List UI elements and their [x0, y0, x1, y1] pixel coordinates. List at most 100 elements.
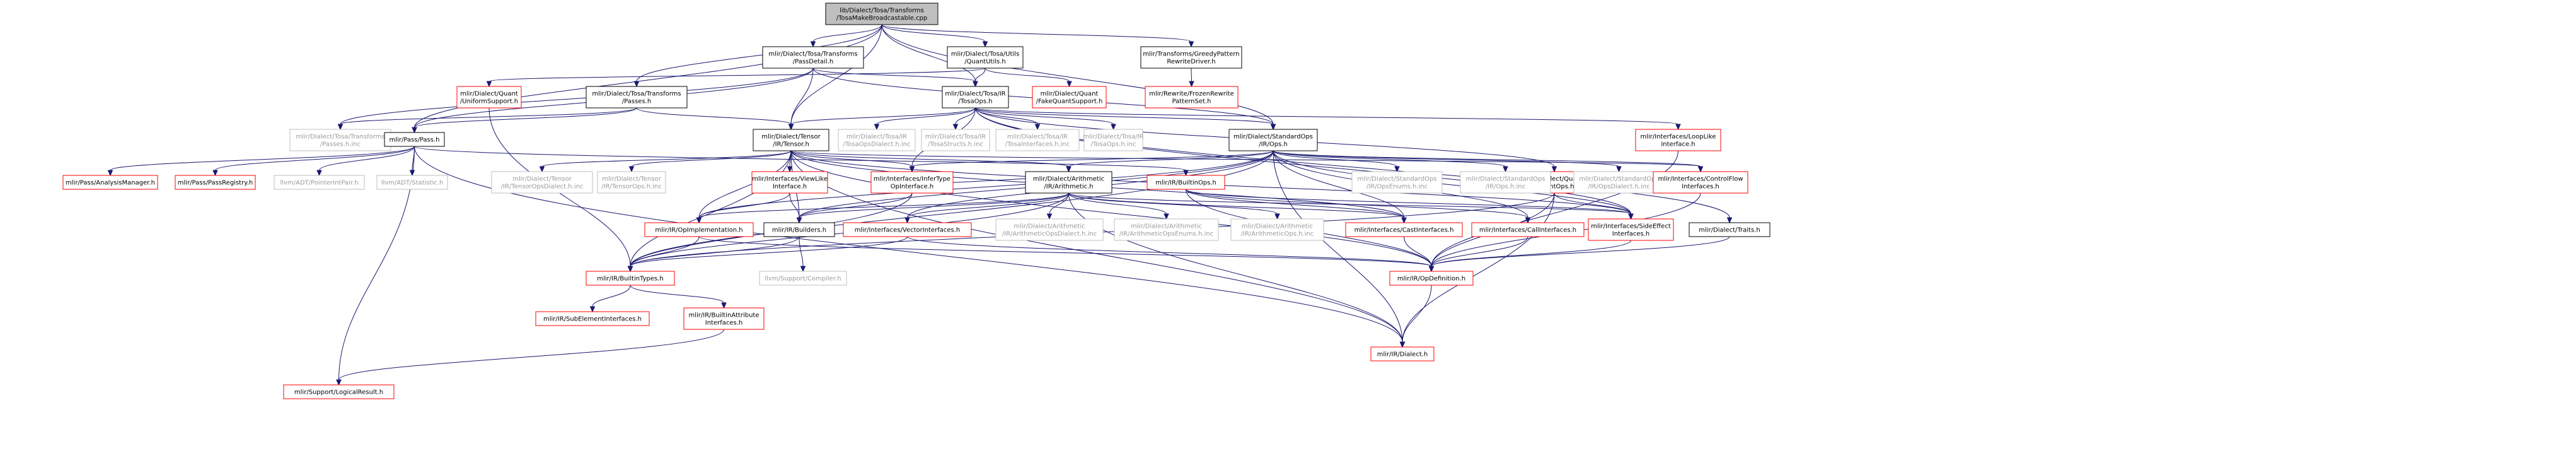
edge-arrowhead: [628, 166, 635, 173]
edge-arrowhead: [1164, 213, 1169, 220]
edge-tosa-ops-to-dialect-traits: [975, 107, 1733, 224]
edge-line: [975, 68, 986, 82]
node-label-line: /IR/TensorOps.h.inc: [601, 184, 662, 191]
edge-root-to-greedy-rewrite: [881, 24, 1194, 48]
node-op-implementation[interactable]: mlir/IR/OpImplementation.h: [644, 222, 754, 237]
node-greedy-rewrite[interactable]: mlir/Transforms/GreedyPatternRewriteDriv…: [1140, 46, 1242, 69]
node-cast-interfaces[interactable]: mlir/Interfaces/CastInterfaces.h: [1345, 222, 1463, 237]
edge-root-to-tosa-passdetail: [810, 24, 882, 48]
node-label-line: /IR/OpsDialect.h.inc: [1588, 184, 1649, 191]
edge-line: [698, 236, 1432, 267]
node-box: [586, 86, 688, 109]
edge-line: [1068, 150, 1274, 167]
node-subelement-interfaces[interactable]: mlir/IR/SubElementInterfaces.h: [535, 311, 650, 326]
edge-line: [876, 107, 976, 125]
node-box: [1653, 171, 1748, 194]
node-box: [535, 311, 650, 326]
node-builtin-types[interactable]: mlir/IR/BuiltinTypes.h: [586, 271, 675, 286]
edge-line: [488, 68, 986, 82]
edge-arrowhead: [1697, 166, 1704, 173]
node-label-line: mlir/IR/BuiltinTypes.h: [597, 276, 664, 283]
edge-line: [1186, 189, 1631, 215]
node-pass-registry[interactable]: mlir/Pass/PassRegistry.h: [175, 175, 256, 190]
node-box: [1370, 346, 1435, 362]
edge-line: [110, 146, 415, 171]
edge-line: [790, 68, 814, 125]
node-label-line: /IR/ArithmeticOpsDialect.h.inc: [1002, 231, 1097, 238]
node-label-line: mlir/Dialect/Quant: [1041, 91, 1099, 98]
edge-arrowhead: [1628, 213, 1634, 220]
edge-tosa-quantutils-to-tosa-ops: [973, 68, 986, 88]
edge-line: [1273, 150, 1506, 167]
edge-line: [592, 285, 631, 307]
edge-line: [799, 236, 804, 267]
edge-line: [698, 192, 1069, 218]
node-quant-fake[interactable]: mlir/Dialect/Quant/FakeQuantSupport.h: [1032, 86, 1107, 109]
edge-line: [541, 150, 792, 167]
edge-arrowhead: [909, 166, 915, 173]
node-label-line: llvm/Support/Compiler.h: [765, 276, 841, 283]
node-tosa-ops[interactable]: mlir/Dialect/Tosa/IR/TosaOps.h: [942, 86, 1009, 109]
node-box: [384, 132, 445, 147]
edge-tosa-quantutils-to-quant-uniform: [486, 68, 986, 88]
node-box: [1573, 171, 1665, 194]
node-tensor-opsdialect-inc: mlir/Dialect/Tensor/IR/TensorOpsDialect.…: [491, 171, 593, 194]
node-root[interactable]: lib/Dialect/Tosa/Transforms/TosaMakeBroa…: [825, 3, 939, 25]
node-box: [942, 86, 1009, 109]
node-vector-interfaces[interactable]: mlir/Interfaces/VectorInterfaces.h: [843, 222, 972, 237]
edge-std-ops-to-std-ops-inc: [1273, 150, 1508, 173]
node-label-line: /TosaStructs.h.inc: [928, 141, 983, 148]
node-tosa-passdetail[interactable]: mlir/Dialect/Tosa/Transforms/PassDetail.…: [762, 46, 864, 69]
node-label-line: /TosaInterfaces.h.inc: [1005, 141, 1070, 148]
node-std-ops[interactable]: mlir/Dialect/StandardOps/IR/Ops.h: [1228, 129, 1318, 151]
node-label-line: mlir/IR/Dialect.h: [1377, 351, 1428, 358]
node-box: [1689, 222, 1770, 237]
node-call-interfaces[interactable]: mlir/Interfaces/CallInterfaces.h: [1471, 222, 1585, 237]
node-op-definition[interactable]: mlir/IR/OpDefinition.h: [1389, 271, 1474, 286]
node-box: [759, 271, 847, 286]
edge-line: [630, 236, 700, 267]
edge-arith-to-vector-interfaces: [904, 192, 1069, 224]
edge-line: [1186, 189, 1404, 218]
node-tosa-quantutils[interactable]: mlir/Dialect/Tosa/Utils/QuantUtils.h: [947, 46, 1024, 69]
node-label-line: /UniformSupport.h: [460, 98, 518, 105]
edge-tosa-ops-to-tosa-structs-inc: [952, 107, 976, 131]
node-analysis-manager[interactable]: mlir/Pass/AnalysisManager.h: [62, 175, 158, 190]
node-pass-pass[interactable]: mlir/Pass/Pass.h: [384, 132, 445, 147]
node-box: [1032, 86, 1107, 109]
nodes-layer: lib/Dialect/Tosa/Transforms/TosaMakeBroa…: [62, 3, 1770, 399]
node-tosa-opsdialect-inc: mlir/Dialect/Tosa/IR/TosaOpsDialect.h.in…: [838, 129, 916, 151]
node-label-line: mlir/Dialect/Arithmetic: [1033, 176, 1104, 183]
node-box: [921, 129, 990, 151]
edge-arrowhead: [1274, 213, 1280, 220]
edge-arrowhead: [788, 124, 794, 131]
edge-line: [812, 68, 976, 82]
edge-line: [1431, 240, 1631, 267]
edge-line: [1404, 236, 1432, 267]
edge-tosa-passes-to-tosa-passes-inc: [337, 107, 637, 131]
node-quant-uniform[interactable]: mlir/Dialect/Quant/UniformSupport.h: [456, 86, 522, 109]
node-tensor-ir[interactable]: mlir/Dialect/Tensor/IR/Tensor.h: [753, 129, 829, 151]
node-box: [1471, 222, 1585, 237]
edge-arrowhead: [1428, 266, 1435, 273]
node-label-line: mlir/Dialect/Arithmetic: [1131, 223, 1202, 230]
node-box: [1083, 129, 1143, 151]
node-ir-builders[interactable]: mlir/IR/Builders.h: [763, 222, 835, 237]
edge-builtin-ops-to-cast-interfaces: [1186, 189, 1407, 224]
node-logical-result[interactable]: mlir/Support/LogicalResult.h: [283, 384, 395, 399]
node-ir-dialect[interactable]: mlir/IR/Dialect.h: [1370, 346, 1435, 362]
node-label-line: mlir/Interfaces/ViewLike: [752, 176, 828, 183]
node-dialect-traits[interactable]: mlir/Dialect/Traits.h: [1689, 222, 1770, 237]
node-tosa-passes[interactable]: mlir/Dialect/Tosa/Transforms/Passes.h: [586, 86, 688, 109]
node-arith[interactable]: mlir/Dialect/Arithmetic/IR/Arithmetic.h: [1025, 171, 1112, 194]
edge-arrowhead: [1270, 124, 1276, 131]
edge-arith-to-arith-ops-inc: [1068, 192, 1280, 220]
node-builtin-ops[interactable]: mlir/IR/BuiltinOps.h: [1146, 175, 1225, 190]
